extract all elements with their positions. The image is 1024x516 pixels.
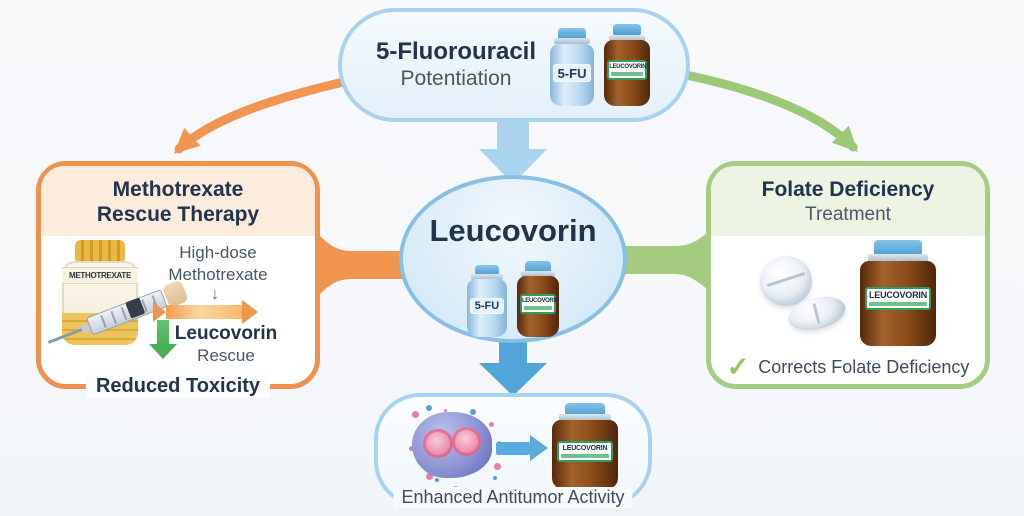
vial-cap [524,261,551,272]
5fu-vial-icon: 5-FU [467,265,507,337]
arrow-end-head [242,300,258,324]
cell-nucleus [452,427,482,457]
center-title: Leucovorin [429,213,597,248]
left-box-title-line1: Methotrexate [112,178,244,201]
rescue-line1: Leucovorin [174,323,278,344]
vial-label-strip [560,453,610,458]
arrow-start-head [153,302,166,322]
vial-cap [474,265,500,276]
vial-cap [558,28,586,39]
right-box-title-line1: Folate Deficiency [761,178,935,201]
right-box-header: Folate Deficiency Treatment [711,166,985,236]
leucovorin-vial-icon: LEUCOVORIN [517,261,559,337]
curved-arrow-top-to-left [173,75,357,154]
round-pill-icon [760,256,812,306]
vial-label-strip [523,306,553,311]
vial-label: 5-FU [553,63,591,82]
arrow-bar [166,305,242,319]
vial-ring [558,414,612,422]
connector-left-to-center [320,236,412,294]
high-dose-label: High-dose Methotrexate [145,242,291,286]
vial-cap [874,240,922,255]
arrow-shaft [157,320,169,344]
cell-nucleus [423,429,453,458]
left-box-title-line2: Rescue Therapy [96,203,260,226]
top-box-title: 5-Fluorouracil Potentiation [376,38,536,92]
tumor-cell-icon [406,405,498,485]
vial-ring [471,274,503,281]
vial-label-strip [611,72,643,77]
box-folate-deficiency: Folate Deficiency Treatment LEUCOVORIN ✓… [706,161,990,389]
block-arrow-center-to-bottom [479,336,547,396]
right-box-body: LEUCOVORIN ✓ Corrects Folate Deficiency [711,236,985,384]
vial-cap [612,24,642,36]
center-leucovorin-node: Leucovorin 5-FU LEUCOVORIN [399,175,627,343]
vial-label: LEUCOVORIN [519,294,559,315]
rescue-line2: Rescue [197,346,255,365]
bottle-cap [74,240,126,263]
small-down-arrow-icon: ↓ [211,286,219,303]
box-enhanced-antitumor: LEUCOVORIN Enhanced Antitumor Activity [374,393,652,508]
corrects-deficiency-row: ✓ Corrects Folate Deficiency [711,354,985,381]
5fu-vial-icon: 5-FU [550,28,595,106]
arrow-shaft [496,441,530,455]
blue-right-arrow-icon [496,435,548,461]
checkmark-icon: ✓ [726,352,750,382]
leucovorin-vial-icon: LEUCOVORIN [604,24,651,106]
top-box-title-line2: Potentiation [400,67,512,90]
arrow-head [530,435,548,461]
syringe-needle [47,327,83,344]
vial-ring [867,253,929,263]
vial-cap [564,403,606,416]
top-box-title-line1: 5-Fluorouracil [375,38,537,65]
vial-label-strip [869,301,927,306]
enhanced-antitumor-label: Enhanced Antitumor Activity [393,487,633,508]
high-dose-line1: High-dose [179,243,257,262]
cell-dots-blue [426,405,432,411]
block-arrow-top-to-center [479,121,547,184]
vial-label: LEUCOVORIN [865,286,931,310]
high-dose-line2: Methotrexate [168,265,268,284]
right-box-title-line2: Treatment [805,204,891,225]
box-methotrexate-rescue: Methotrexate Rescue Therapy METHOTREXATE [36,161,320,398]
connector-center-to-right [616,232,708,290]
vial-label: LEUCOVORIN [556,440,614,462]
left-box-body: METHOTREXATE High-dose Methotrexate ↓ [41,236,315,398]
top-box-vials: 5-FU LEUCOVORIN [550,22,652,108]
bottle-label: METHOTREXATE [62,267,138,285]
green-down-arrow-icon [149,320,177,359]
cell-dots-pink [412,411,419,418]
corrects-deficiency-label: Corrects Folate Deficiency [758,357,970,377]
leucovorin-rescue-label: Leucovorin Rescue [159,322,293,366]
leucovorin-vial-icon: LEUCOVORIN [552,403,618,489]
left-box-header: Methotrexate Rescue Therapy [41,166,315,236]
arrow-head [149,344,177,359]
curved-arrow-top-to-right [681,70,858,152]
vial-label: LEUCOVORIN [607,60,647,81]
vial-ring [521,270,555,277]
vial-ring [608,34,646,42]
leucovorin-vial-icon: LEUCOVORIN [860,240,936,346]
reduced-toxicity-label: Reduced Toxicity [85,375,271,398]
vial-ring [554,38,590,45]
box-5fu-potentiation: 5-Fluorouracil Potentiation 5-FU LEUCOVO… [338,8,690,122]
gradient-right-arrow-icon [153,300,258,324]
vial-label: 5-FU [469,298,505,315]
